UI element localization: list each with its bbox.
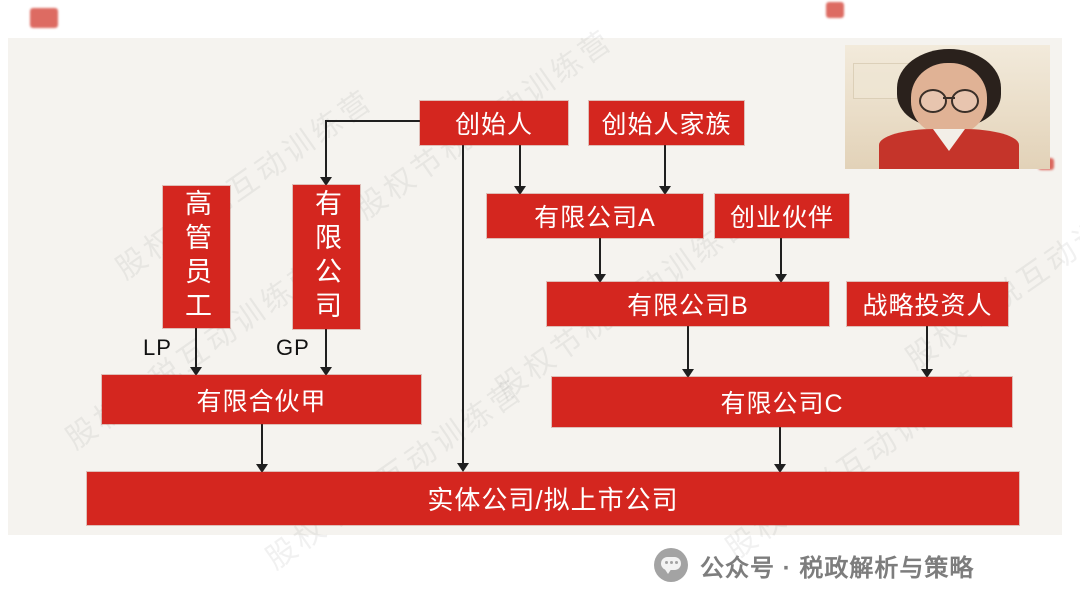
connector-founder-to-company-a xyxy=(519,145,521,187)
node-company-a: 有限公司A xyxy=(487,194,703,238)
node-exec-employees: 高管员工 xyxy=(163,186,230,328)
arrowhead-entity-from-lp xyxy=(256,464,268,473)
watermark-red-mark xyxy=(30,8,58,28)
arrowhead-company-b-from-partners xyxy=(775,274,787,283)
arrowhead-company-a-from-family xyxy=(659,186,671,195)
arrowhead-ltd-company xyxy=(320,177,332,186)
node-startup-partners: 创业伙伴 xyxy=(715,194,849,238)
arrowhead-entity-from-company-c xyxy=(774,464,786,473)
connector-partners-to-b xyxy=(780,238,782,275)
label-gp: GP xyxy=(276,335,310,360)
connector-founder-to-ltd-vertical xyxy=(325,120,327,178)
arrowhead-entity-from-founder xyxy=(457,463,469,472)
label-lp: LP xyxy=(143,335,172,360)
node-company-c: 有限公司C xyxy=(552,377,1012,427)
connector-family-to-company-a xyxy=(664,145,666,187)
wechat-official-account-icon xyxy=(654,548,688,582)
connector-founder-to-entity xyxy=(462,145,464,465)
connector-lp-to-entity xyxy=(261,424,263,465)
connector-exec-to-lp xyxy=(195,328,197,368)
node-limited-partnership-jia: 有限合伙甲 xyxy=(102,375,421,424)
arrowhead-company-b xyxy=(594,274,606,283)
connector-founder-to-ltd-horizontal xyxy=(326,120,420,122)
node-limited-company: 有限公司 xyxy=(293,185,360,329)
footer-brand-text: 公众号 · 税政解析与策略 xyxy=(700,554,975,582)
connector-company-a-to-b xyxy=(599,238,601,275)
node-entity-company: 实体公司/拟上市公司 xyxy=(87,472,1019,525)
arrowhead-lp-from-exec xyxy=(190,367,202,376)
footer-brand: 公众号 · 税政解析与策略 xyxy=(654,545,974,585)
node-founder-family: 创始人家族 xyxy=(589,101,744,145)
connector-company-b-to-c xyxy=(687,326,689,370)
connector-ltd-to-lp xyxy=(325,329,327,368)
connector-investors-to-c xyxy=(926,326,928,370)
connector-company-c-to-entity xyxy=(779,427,781,465)
presenter-glasses xyxy=(919,89,979,113)
node-strategic-investors: 战略投资人 xyxy=(847,282,1008,326)
watermark-red-mark xyxy=(826,2,844,18)
arrowhead-company-c-from-investors xyxy=(921,369,933,378)
node-company-b: 有限公司B xyxy=(547,282,829,326)
webcam-overlay xyxy=(845,45,1050,169)
node-founder: 创始人 xyxy=(420,101,568,145)
arrowhead-company-a xyxy=(514,186,526,195)
arrowhead-company-c xyxy=(682,369,694,378)
arrowhead-lp-from-ltd xyxy=(320,367,332,376)
presenter-collar xyxy=(933,129,965,151)
